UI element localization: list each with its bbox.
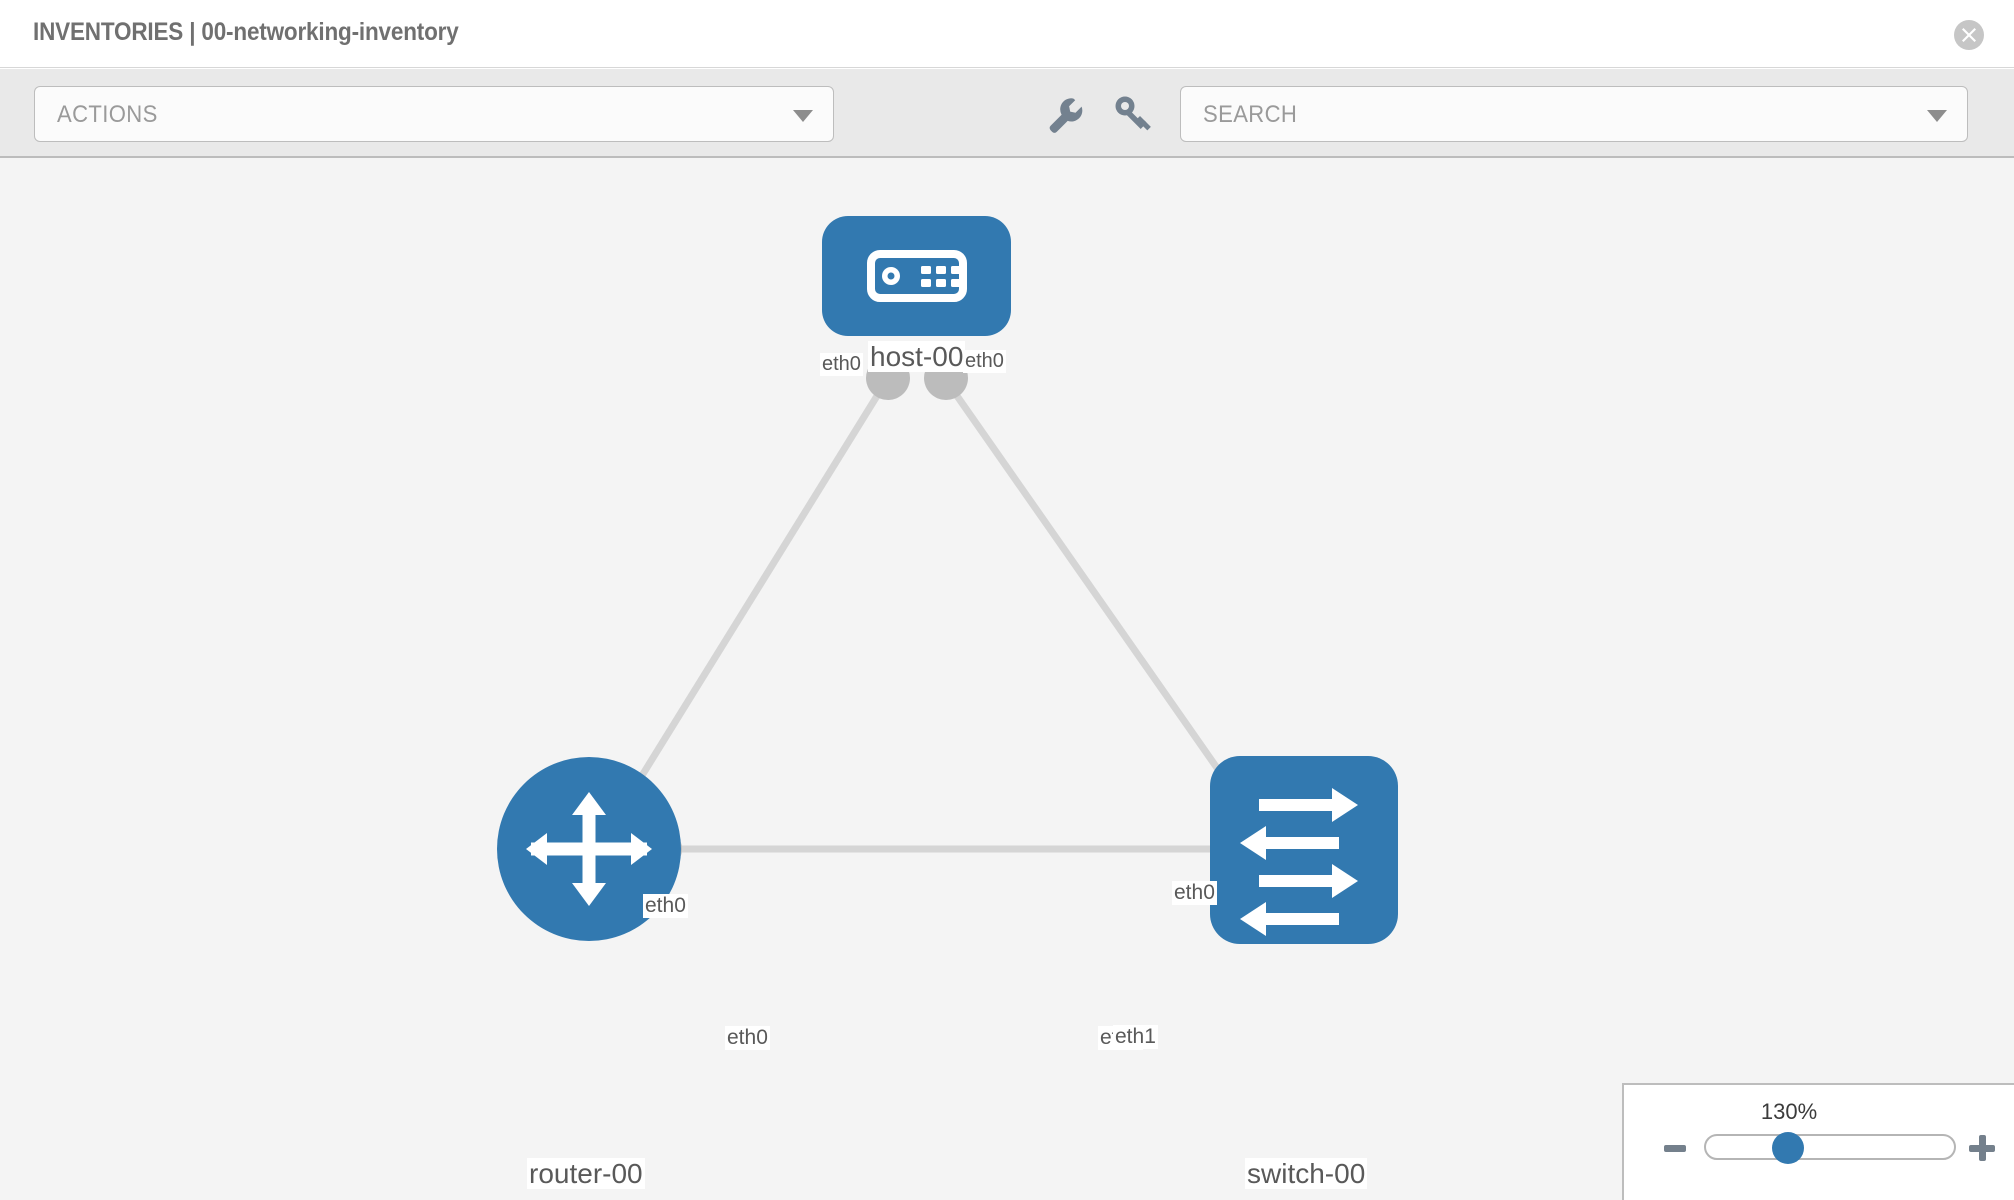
link-label-switch-eth1: eth1 [1113,1025,1158,1050]
node-label-router-00: router-00 [527,1158,645,1190]
topology-graph [497,216,1398,944]
search-input[interactable]: SEARCH [1180,86,1968,142]
link-label-router-eth0-up: eth0 [643,894,688,919]
zoom-control-panel: 130% [1622,1083,2014,1200]
wrench-icon[interactable] [1042,91,1088,137]
topology-canvas[interactable]: eth0 eth0 eth0 eth0 eth0 eth0 eth1 host-… [0,158,2014,1200]
zoom-slider-track[interactable] [1704,1134,1956,1160]
zoom-level-label: 130% [1760,1099,1818,1124]
link-label-router-eth0-right: eth0 [725,1026,770,1051]
key-icon[interactable] [1110,91,1156,137]
zoom-in-button[interactable] [1969,1135,1995,1161]
close-icon[interactable] [1954,20,1984,50]
node-label-host-00: host-00 [868,341,966,373]
node-host-00[interactable] [822,216,1011,336]
link-label-switch-eth0-up: eth0 [1172,881,1217,906]
chevron-down-icon [1927,110,1947,122]
link-host-switch [945,380,1248,811]
search-placeholder: SEARCH [1203,101,1298,128]
page-title: INVENTORIES | 00-networking-inventory [33,18,459,46]
node-label-switch-00: switch-00 [1245,1158,1368,1190]
node-router-00[interactable] [497,757,681,941]
actions-label: ACTIONS [57,101,158,128]
chevron-down-icon [793,110,813,122]
link-host-router [622,381,888,805]
link-label-host-eth0-left: eth0 [820,353,863,376]
node-switch-00[interactable] [1210,756,1398,944]
zoom-slider-thumb[interactable] [1772,1132,1804,1164]
app-header: INVENTORIES | 00-networking-inventory [0,0,2014,68]
actions-dropdown[interactable]: ACTIONS [34,86,834,142]
toolbar: ACTIONS SEARCH [0,69,2014,158]
link-label-host-eth0-right: eth0 [963,350,1006,373]
zoom-out-button[interactable] [1664,1145,1686,1152]
